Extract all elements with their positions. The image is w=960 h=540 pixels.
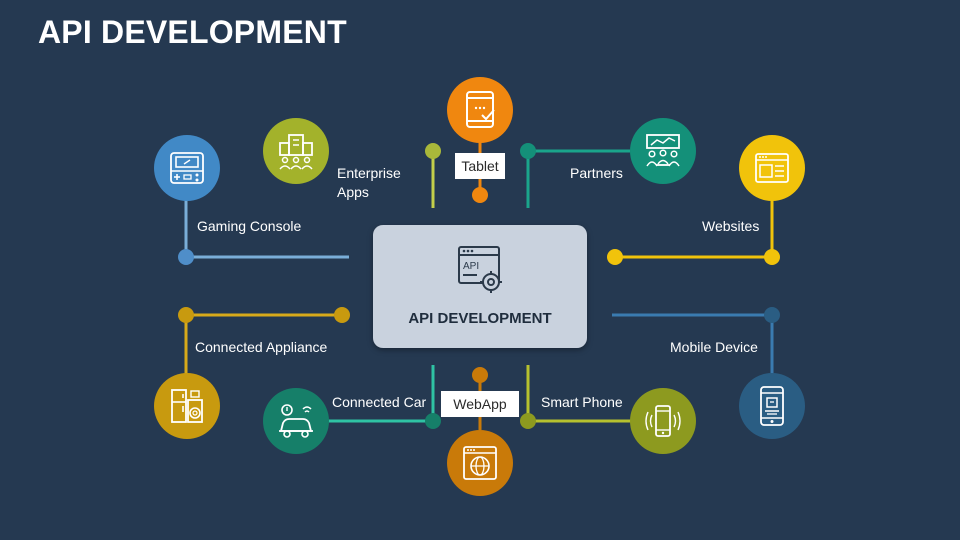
node-tablet	[447, 77, 513, 143]
center-box: API API DEVELOPMENT	[373, 225, 587, 348]
smart-phone-icon	[645, 405, 681, 437]
center-label: API DEVELOPMENT	[408, 310, 552, 327]
node-enterprise-apps	[263, 118, 329, 184]
node-mobile-device	[739, 373, 805, 439]
page-title: API DEVELOPMENT	[38, 14, 347, 50]
label-webapp: WebApp	[441, 391, 519, 417]
node-connected-car	[263, 388, 329, 454]
web-globe-icon	[463, 446, 497, 480]
label-gaming-console: Gaming Console	[197, 218, 302, 234]
enterprise-building-icon	[279, 134, 313, 170]
dot-websites-outer	[764, 249, 780, 265]
node-gaming-console	[154, 135, 220, 201]
label-connected-car: Connected Car	[332, 394, 427, 410]
dot-webapp	[472, 367, 488, 383]
label-websites: Websites	[702, 218, 760, 234]
dot-appliance-inner	[334, 307, 350, 323]
mobile-device-icon	[760, 386, 784, 426]
label-partners: Partners	[570, 165, 623, 181]
gaming-console-icon	[170, 152, 204, 184]
dot-appliance-outer	[178, 307, 194, 323]
label-smart-phone: Smart Phone	[541, 394, 623, 410]
dot-enterprise	[425, 143, 441, 159]
appliance-icon	[171, 389, 203, 423]
dot-tablet	[472, 187, 488, 203]
dot-gaming	[178, 249, 194, 265]
dot-partners	[520, 143, 536, 159]
node-smart-phone	[630, 388, 696, 454]
connected-car-icon	[279, 404, 313, 438]
node-connected-appliance	[154, 373, 220, 439]
node-webapp	[447, 430, 513, 496]
label-enterprise-apps: Enterprise Apps	[337, 165, 401, 200]
api-settings-icon: API	[458, 246, 502, 293]
partners-meeting-icon	[646, 134, 680, 167]
website-icon	[755, 153, 789, 183]
svg-text:API: API	[463, 261, 479, 272]
label-connected-appliance: Connected Appliance	[195, 339, 328, 355]
node-websites	[739, 135, 805, 201]
label-tablet: Tablet	[455, 153, 505, 179]
dot-websites-inner	[607, 249, 623, 265]
dot-phone	[520, 413, 536, 429]
label-mobile-device: Mobile Device	[670, 339, 758, 355]
node-partners	[630, 118, 696, 184]
tablet-check-icon	[466, 91, 495, 128]
dot-mobile	[764, 307, 780, 323]
dot-car	[425, 413, 441, 429]
